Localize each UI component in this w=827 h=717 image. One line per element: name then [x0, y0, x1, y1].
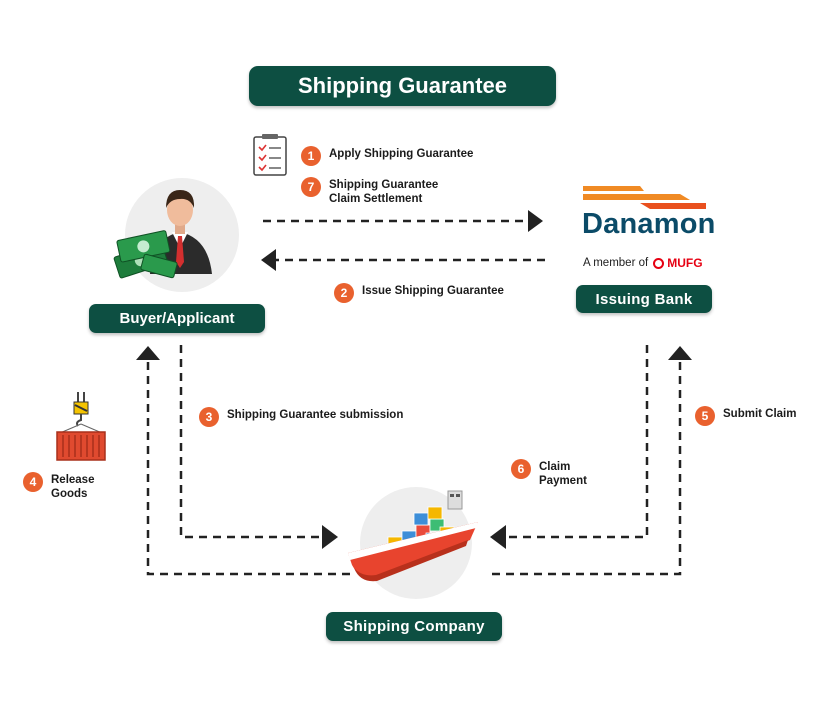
container-crane-icon [56, 392, 106, 461]
issuing-bank-label: Issuing Bank [576, 285, 712, 313]
arrow-bank-to-shipping [506, 345, 649, 539]
step-badge: 2 [334, 283, 354, 303]
arrowhead-buyer [261, 249, 276, 271]
step-2: 2 Issue Shipping Guarantee [334, 283, 504, 303]
step-5: 5 Submit Claim [695, 406, 796, 426]
checklist-icon [253, 134, 287, 176]
step-badge: 4 [23, 472, 43, 492]
arrowhead-buyer-up [136, 346, 160, 360]
step-1: 1 Apply Shipping Guarantee [301, 146, 473, 166]
step-label: Claim Payment [539, 461, 587, 487]
arrow-shipping-to-buyer [146, 360, 350, 576]
mufg-text: MUFG [667, 256, 703, 270]
buyer-label: Buyer/Applicant [89, 304, 265, 333]
step-6: 6 Claim Payment [511, 459, 587, 488]
danamon-logo-mark [583, 186, 706, 209]
member-prefix: A member of [583, 257, 649, 269]
danamon-logo-text: Danamon [582, 208, 716, 240]
mufg-icon [653, 257, 665, 269]
arrowhead-shipping-left [322, 525, 338, 549]
diagram-title: Shipping Guarantee [249, 66, 556, 106]
step-badge: 1 [301, 146, 321, 166]
arrowhead-bank-up [668, 346, 692, 360]
step-3: 3 Shipping Guarantee submission [199, 407, 403, 427]
arrow-shipping-to-bank [492, 360, 682, 576]
arrow-buyer-to-shipping [179, 345, 322, 539]
step-label: Shipping Guarantee submission [227, 409, 404, 421]
shipping-company-label: Shipping Company [326, 612, 502, 641]
step-label: Shipping Guarantee Claim Settlement [329, 179, 439, 205]
step-badge: 5 [695, 406, 715, 426]
step-7: 7 Shipping Guarantee Claim Settlement [301, 177, 438, 206]
money-icon [113, 230, 178, 279]
step-badge: 6 [511, 459, 531, 479]
step-label: Submit Claim [723, 408, 797, 420]
step-label: Apply Shipping Guarantee [329, 148, 474, 160]
bank-member-line: A member of MUFG [583, 256, 703, 270]
step-badge: 3 [199, 407, 219, 427]
step-badge: 7 [301, 177, 321, 197]
cargo-ship-icon [348, 490, 478, 582]
step-label: Issue Shipping Guarantee [362, 285, 504, 297]
arrowhead-shipping-right [490, 525, 506, 549]
step-label: Release Goods [51, 474, 95, 500]
arrowhead-bank [528, 210, 543, 232]
step-4: 4 Release Goods [23, 472, 94, 501]
